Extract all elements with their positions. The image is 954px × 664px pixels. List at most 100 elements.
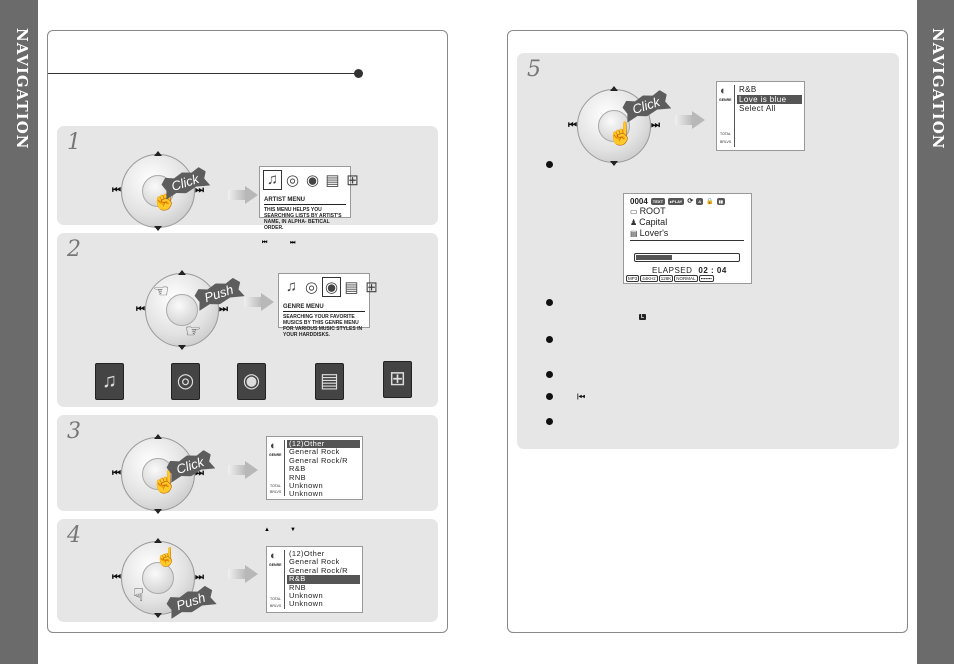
arrow-right-icon	[675, 111, 705, 129]
step-panel-5: 5 ⏮ ⏭ ☝ Click ◐ GENRE R&B Love is blue S…	[517, 53, 899, 449]
step-panel-4: 4 ▲ ▼ ⏮ ⏭ ☝ ☟ Push ◐ GENRE (12)Other Gen…	[57, 519, 438, 622]
next-icon: ⏭	[219, 304, 228, 315]
brlvs-label: BRLVS	[270, 604, 282, 608]
list-item[interactable]: (12)Other	[287, 439, 360, 449]
list-item[interactable]: R&B	[289, 464, 306, 474]
genre-caption: GENRE	[269, 453, 282, 457]
title-rule	[48, 73, 358, 74]
list-item[interactable]: Unknown	[289, 489, 324, 499]
next-icon: ⏭	[651, 120, 660, 131]
list-item[interactable]: RNB	[289, 582, 307, 592]
bullet	[546, 371, 553, 378]
pointing-hand-icon: ☞	[185, 321, 202, 341]
prev-icon: ⏮	[112, 572, 121, 583]
format-tag: MP3	[626, 275, 640, 282]
list-item[interactable]: Unknown	[289, 599, 324, 609]
play-badge: ▸PLAY	[668, 197, 685, 205]
next-icon: ⏭	[195, 572, 204, 583]
genre-icon: ◎	[285, 172, 300, 189]
tree-icon: ⊞	[383, 361, 412, 398]
list-item[interactable]: General Rock	[289, 447, 340, 457]
title-icon: ▤	[344, 279, 359, 296]
artist-icon: ♫	[95, 363, 124, 400]
down-icon	[178, 345, 186, 350]
title-icon: ▤	[315, 363, 344, 400]
list-item[interactable]: R&B	[287, 574, 360, 584]
folder-name: ROOT	[639, 206, 666, 216]
battery-icon: ▮▮	[716, 197, 725, 205]
a-badge: A	[696, 197, 704, 205]
genre-icon: ◎	[171, 363, 200, 400]
up-key-icon: ▲	[264, 527, 270, 533]
menu-title: GENRE MENU	[283, 304, 365, 312]
now-playing-screen: 0004 TEXT ▸PLAY ⟳ A 🔒 ▮▮ ▭ ROOT ♟ Capita…	[623, 193, 752, 284]
list-item[interactable]: General Rock/R	[289, 455, 348, 465]
list-item[interactable]: RNB	[289, 472, 307, 482]
step-panel-2: 2 ⏮ ⏭ ⏮ ⏭ ☜ ☞ Push ♫ ◎ ◉ ▤ ⊞ GENRE MENU …	[57, 233, 438, 407]
pointing-hand-icon: ☟	[133, 585, 144, 605]
total-label: TOTAL	[270, 597, 281, 601]
list-item[interactable]: General Rock	[289, 557, 340, 567]
total-label: TOTAL	[270, 484, 281, 488]
lock-icon: 🔒	[706, 198, 714, 205]
samplerate-tag: 44KHz	[640, 275, 658, 282]
list-item[interactable]: Select All	[739, 104, 776, 113]
list-item[interactable]: General Rock/R	[289, 565, 348, 575]
step-number: 2	[67, 237, 81, 262]
list-item[interactable]: (12)Other	[289, 549, 325, 558]
up-icon	[154, 434, 162, 439]
bullet	[546, 299, 553, 306]
folder-icon: ▭	[630, 206, 638, 216]
arrow-right-icon	[228, 461, 258, 479]
list-item[interactable]: R&B	[739, 85, 757, 94]
prev-icon: ⏮	[112, 185, 121, 196]
artist-icon: ♫	[263, 170, 282, 190]
eq-tag: NORMAL	[674, 275, 698, 282]
total-label: TOTAL	[720, 132, 731, 136]
genre-caption: GENRE	[269, 563, 282, 567]
text-badge: TEXT	[650, 197, 666, 205]
down-key-icon: ▼	[290, 527, 296, 533]
brlvs-label: BRLVS	[270, 490, 282, 494]
genre-list-screen: ◐ GENRE (12)Other General Rock General R…	[266, 436, 363, 500]
title-dot	[354, 69, 363, 78]
bullet	[546, 393, 553, 400]
progress-bar[interactable]	[634, 253, 740, 262]
album-icon: ◉	[322, 277, 341, 297]
side-tab-left: NAVIGATION	[0, 0, 38, 664]
up-icon	[154, 538, 162, 543]
genre-list-screen: ◐ GENRE (12)Other General Rock General R…	[266, 546, 363, 613]
step-number: 3	[67, 419, 81, 444]
title-icon: ▤	[630, 228, 638, 238]
pointing-hand-icon: ☜	[153, 281, 170, 301]
artist-menu-screen: ♫ ◎ ◉ ▤ ⊞ ARTIST MENU THIS MENU HELPS YO…	[259, 166, 359, 231]
repeat-icon: ⟳	[687, 198, 694, 205]
arrow-right-icon	[244, 293, 274, 311]
list-item[interactable]: Love is blue	[737, 94, 802, 104]
step-panel-3: 3 ⏮ ⏭ ☝ Click ◐ GENRE (12)Other General …	[57, 415, 438, 514]
pointing-hand-icon: ☝	[155, 547, 178, 567]
title-icon: ▤	[325, 172, 340, 189]
up-icon	[154, 151, 162, 156]
list-item[interactable]: Unknown	[289, 591, 324, 601]
elapsed-label: ELAPSED	[652, 266, 693, 275]
arrow-right-icon	[228, 565, 258, 583]
down-icon	[610, 161, 618, 166]
next-icon: ⏭	[195, 185, 204, 196]
step-number: 4	[67, 523, 81, 548]
pointing-hand-icon: ☝	[607, 121, 635, 146]
track-title: Lover's	[639, 228, 669, 238]
artist-icon: ♟	[630, 217, 638, 227]
list-item[interactable]: Unknown	[289, 481, 324, 491]
step-panel-1: 1 ⏮ ⏭ ☝ Click ♫ ◎ ◉ ▤ ⊞ ARTIST MENU THIS…	[57, 126, 438, 231]
album-icon: ◉	[237, 363, 266, 400]
artist-name: Capital	[639, 217, 668, 227]
genre-caption: GENRE	[719, 98, 732, 102]
up-icon	[610, 86, 618, 91]
prev-key-icon: ⏮	[262, 240, 268, 246]
menu-title: ARTIST MENU	[264, 197, 346, 205]
tree-icon: ⊞	[346, 172, 359, 189]
bitrate-tag: 128K	[658, 275, 674, 282]
left-page-frame: 1 ⏮ ⏭ ☝ Click ♫ ◎ ◉ ▤ ⊞ ARTIST MENU THIS…	[47, 30, 448, 633]
genre-icon: ◐	[270, 550, 277, 562]
